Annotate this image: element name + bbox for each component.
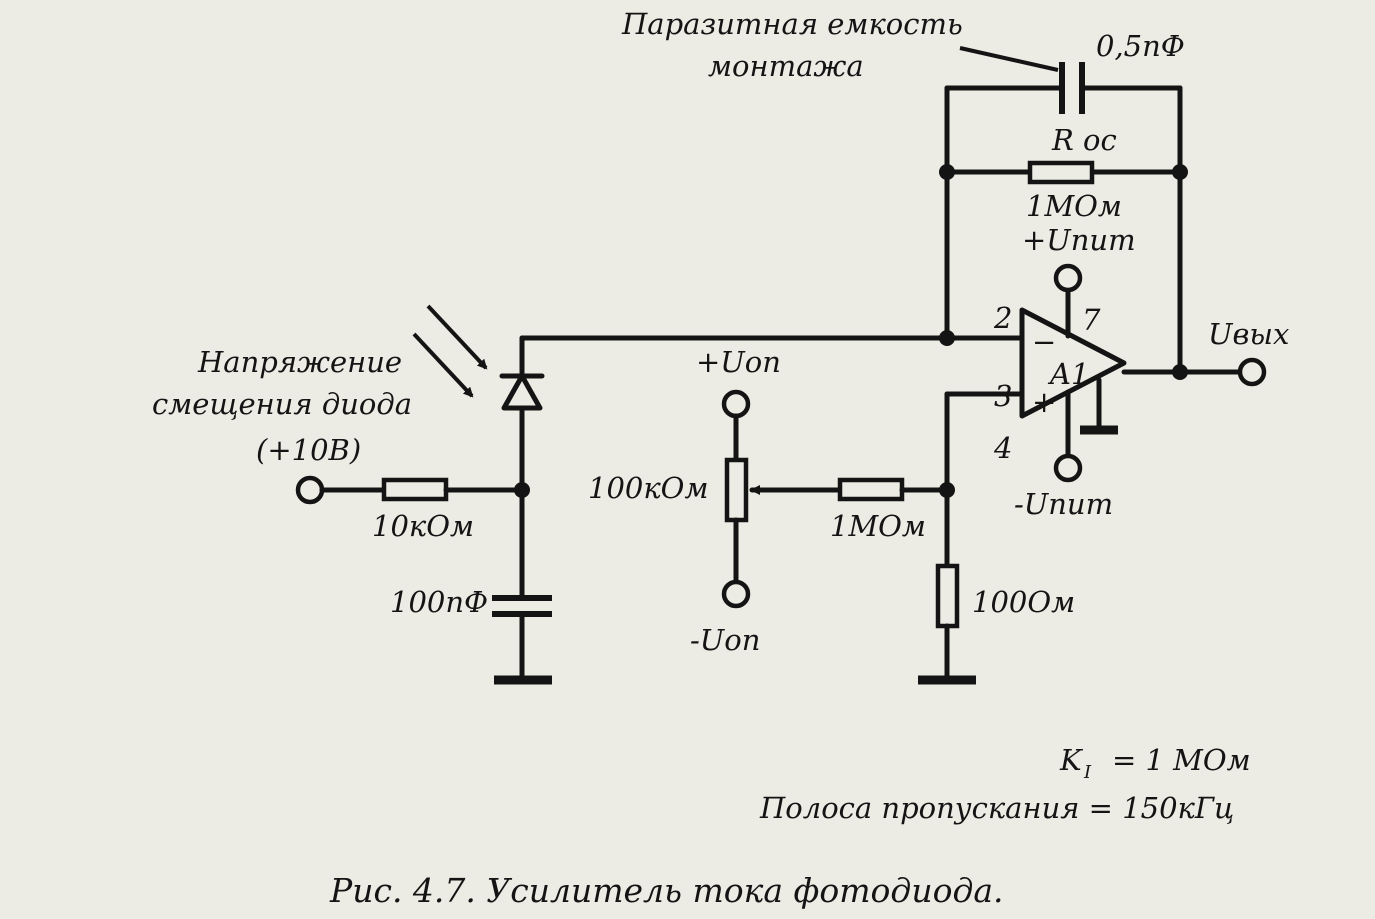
inverting-sign: − <box>1032 325 1056 359</box>
opamp-triangle-icon <box>1019 307 1127 419</box>
junction-bias <box>514 482 530 498</box>
labels: Паразитная емкость монтажа 0,5пФ R ос 1М… <box>152 7 1289 910</box>
feedback-network <box>939 46 1188 375</box>
offset-adjust-network <box>721 389 976 685</box>
photodiode-input <box>295 304 552 685</box>
parasitic-label-leader <box>959 46 1059 72</box>
potentiometer-value: 100кОм <box>588 471 709 505</box>
bias-label-line3: (+10В) <box>256 433 361 467</box>
bias-resistor-value: 10кОм <box>372 509 474 543</box>
junction-inverting <box>939 330 955 346</box>
pin4-label: 4 <box>993 431 1012 465</box>
output-terminal <box>1237 357 1267 387</box>
opamp-name-label: A1 <box>1047 357 1089 391</box>
potentiometer <box>724 457 749 523</box>
ref-neg-terminal <box>721 579 751 609</box>
supply-pos-label: +Uпит <box>1022 223 1136 257</box>
gain-value: = 1 МОм <box>1112 743 1251 777</box>
ground-resistor-value: 100Ом <box>972 585 1075 619</box>
pin2-label: 2 <box>993 301 1012 335</box>
ref-pos-label: +Uоп <box>696 345 781 379</box>
junction-offset <box>939 482 955 498</box>
feedback-resistor-name: R ос <box>1051 123 1117 157</box>
incident-light-arrows-icon <box>412 304 488 398</box>
feedback-resistor <box>1027 160 1095 185</box>
supply-neg-terminal <box>1053 453 1083 483</box>
ref-neg-label: -Uоп <box>690 623 760 657</box>
gain-subscript: I <box>1083 762 1092 783</box>
bias-terminal <box>295 475 325 505</box>
gain-symbol: K <box>1059 743 1084 777</box>
parasitic-label-line1: Паразитная емкость <box>621 7 963 41</box>
bias-resistor <box>381 477 449 502</box>
bandwidth-label: Полоса пропускания = 150кГц <box>759 791 1234 825</box>
feedback-resistor-value: 1МОм <box>1026 189 1122 223</box>
bias-cap-value: 100пФ <box>390 585 488 619</box>
bias-label-line2: смещения диода <box>152 387 412 421</box>
parasitic-cap-value: 0,5пФ <box>1096 29 1185 63</box>
output-label: Uвых <box>1208 317 1289 351</box>
junction-output <box>1172 364 1188 380</box>
figure-caption: Рис. 4.7. Усилитель тока фотодиода. <box>329 871 1004 910</box>
supply-neg-label: -Uпит <box>1014 487 1113 521</box>
bias-label-line1: Напряжение <box>197 345 402 379</box>
pin3-label: 3 <box>994 379 1012 413</box>
offset-resistor <box>837 477 905 502</box>
junction-fb-right <box>1172 164 1188 180</box>
offset-resistor-value: 1МОм <box>830 509 926 543</box>
pin7-label: 7 <box>1082 303 1101 337</box>
ground-resistor <box>935 563 960 629</box>
opamp-a1: A1 − + 2 3 4 7 <box>519 263 1267 571</box>
junction-fb-left <box>939 164 955 180</box>
photodiode-icon <box>501 373 543 411</box>
noninverting-sign: + <box>1032 385 1056 419</box>
ref-pos-terminal <box>721 389 751 419</box>
supply-pos-terminal <box>1053 263 1083 293</box>
parasitic-label-line2: монтажа <box>708 49 864 83</box>
